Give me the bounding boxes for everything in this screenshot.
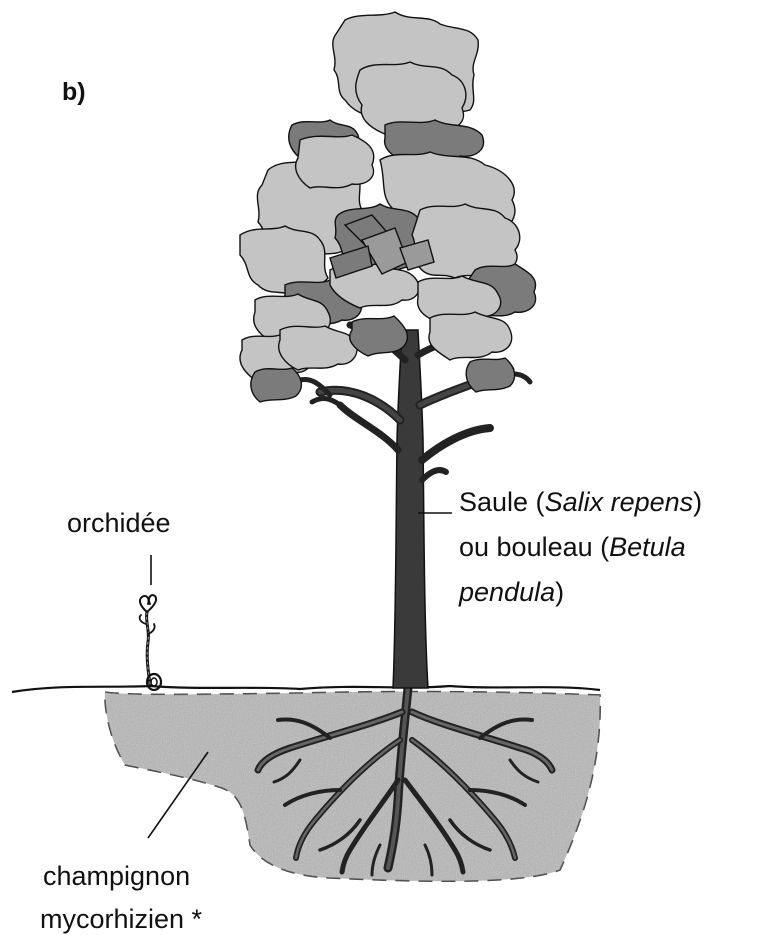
tree-species-name: Salix repens	[545, 487, 694, 517]
ground-line	[12, 686, 600, 692]
tree-label-text: ou bouleau (	[459, 532, 609, 562]
tree-genus-name: Betula	[609, 532, 686, 562]
tree-foliage	[240, 12, 536, 402]
fungus-label-line-2: mycorhizien *	[40, 904, 203, 934]
tree-label-text: Saule (	[459, 487, 545, 517]
tree-label-line-1: Saule (Salix repens)	[459, 487, 702, 517]
panel-label: b)	[62, 78, 86, 106]
orchid-plant	[140, 595, 161, 690]
orchid-label: orchidée	[67, 508, 171, 538]
tree-label-line-2: ou bouleau (Betula	[459, 532, 686, 562]
tree-label-text: )	[693, 487, 702, 517]
fungus-label-line-1: champignon	[43, 861, 190, 891]
tree-species-name: pendula	[458, 577, 555, 607]
tree-label-line-3: pendula)	[458, 577, 564, 607]
tree-label-text: )	[555, 577, 564, 607]
